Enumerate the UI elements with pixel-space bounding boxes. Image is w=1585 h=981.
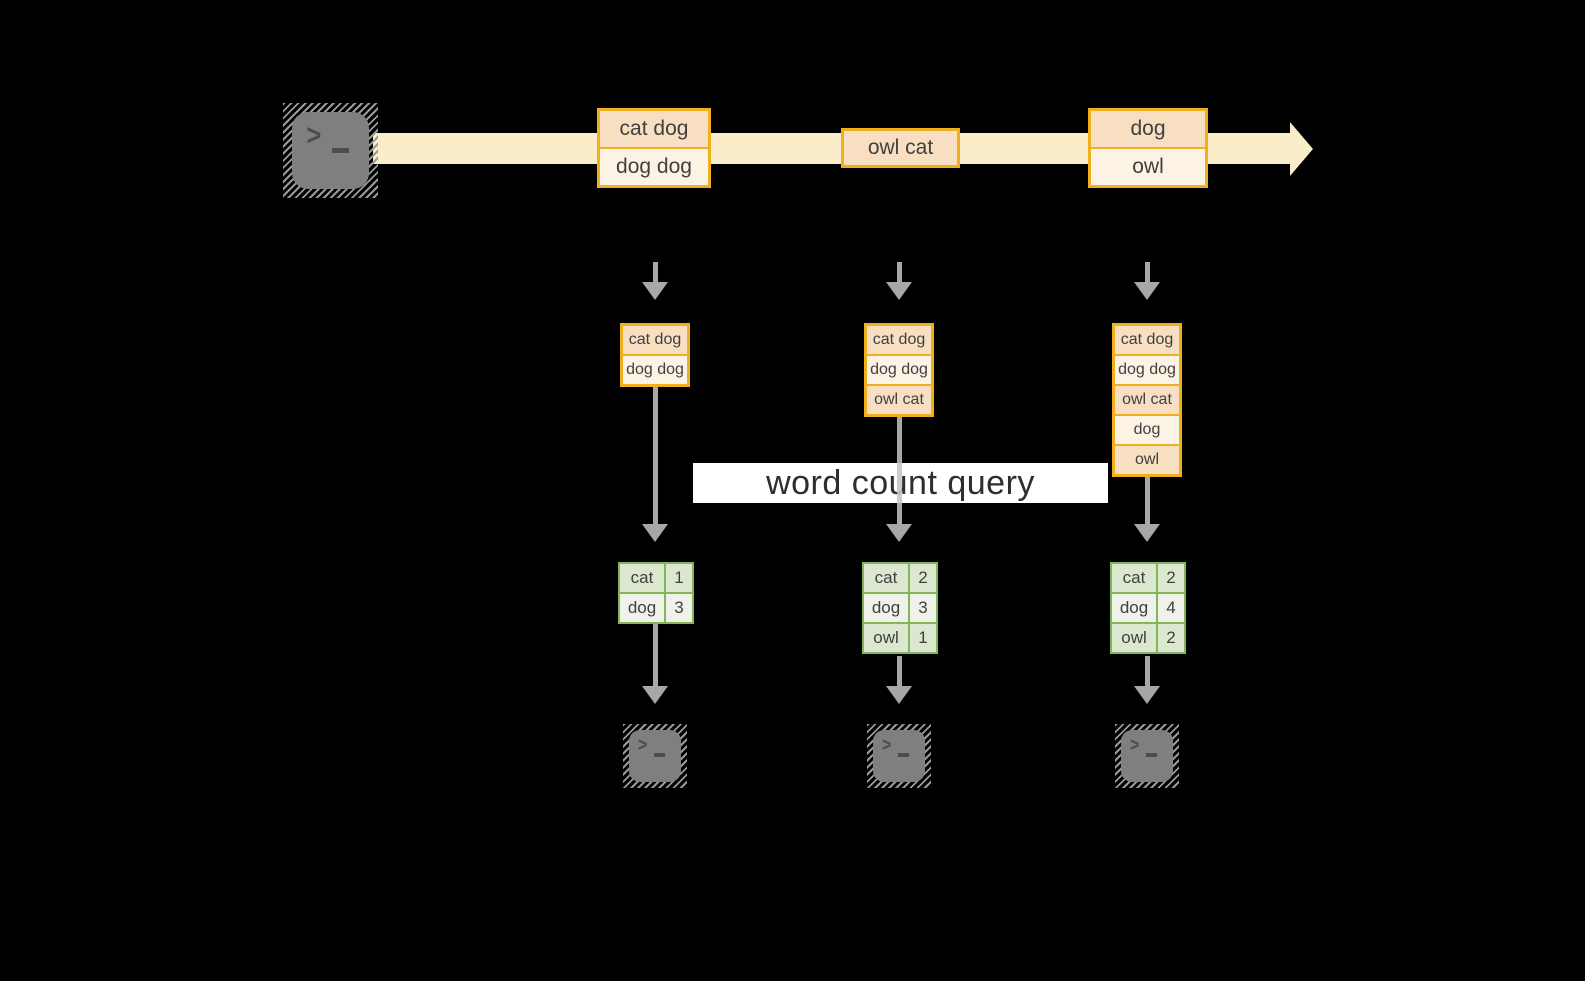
count-cell: 3 xyxy=(910,594,936,622)
count-cell: 1 xyxy=(910,624,936,652)
state-line: owl xyxy=(1115,446,1179,474)
sink-arrow-2 xyxy=(886,656,912,722)
arrowhead-icon xyxy=(642,524,668,560)
arrowhead-icon xyxy=(886,282,912,318)
terminal-screen: > xyxy=(629,730,681,782)
source-terminal-icon: > xyxy=(283,103,378,198)
event-box-1: cat dog dog dog xyxy=(597,108,711,188)
event-line: dog xyxy=(1091,111,1205,147)
event-line: owl cat xyxy=(844,131,957,165)
word-cell: cat xyxy=(1112,564,1156,592)
state-line: owl cat xyxy=(867,386,931,414)
terminal-screen: > xyxy=(873,730,925,782)
word-cell: dog xyxy=(864,594,908,622)
prompt-icon: > xyxy=(1129,735,1140,756)
prompt-icon: > xyxy=(881,735,892,756)
count-cell: 2 xyxy=(910,564,936,592)
trigger-arrow-3 xyxy=(1134,262,1160,318)
count-table-3: cat 2 dog 4 owl 2 xyxy=(1110,562,1186,654)
event-box-2: owl cat xyxy=(841,128,960,168)
word-cell: dog xyxy=(1112,594,1156,622)
query-arrow-1 xyxy=(642,387,668,560)
cursor-icon xyxy=(332,148,349,153)
trigger-arrow-1 xyxy=(642,262,668,318)
state-line: cat dog xyxy=(1115,326,1179,354)
count-table-1: cat 1 dog 3 xyxy=(618,562,694,624)
count-cell: 1 xyxy=(666,564,692,592)
state-line: dog xyxy=(1115,416,1179,444)
sink-arrow-1 xyxy=(642,624,668,722)
event-line: owl xyxy=(1091,149,1205,185)
arrowhead-icon xyxy=(642,686,668,722)
cursor-icon xyxy=(654,753,665,757)
arrowhead-icon xyxy=(642,282,668,318)
terminal-screen: > xyxy=(292,112,369,189)
arrowhead-icon xyxy=(886,686,912,722)
sink-terminal-icon-2: > xyxy=(867,724,931,788)
word-cell: cat xyxy=(620,564,664,592)
word-cell: owl xyxy=(1112,624,1156,652)
prompt-icon: > xyxy=(306,119,322,152)
event-line: dog dog xyxy=(600,149,708,185)
state-line: owl cat xyxy=(1115,386,1179,414)
arrowhead-icon xyxy=(886,524,912,560)
state-box-1: cat dog dog dog xyxy=(620,323,690,387)
terminal-screen: > xyxy=(1121,730,1173,782)
query-arrow-2 xyxy=(886,417,912,560)
state-line: dog dog xyxy=(1115,356,1179,384)
query-arrow-3 xyxy=(1134,477,1160,560)
state-line: dog dog xyxy=(623,356,687,384)
word-cell: cat xyxy=(864,564,908,592)
arrowhead-icon xyxy=(1134,686,1160,722)
event-line: cat dog xyxy=(600,111,708,147)
state-box-3: cat dog dog dog owl cat dog owl xyxy=(1112,323,1182,477)
stream-arrowhead-icon xyxy=(1290,122,1313,176)
arrowhead-icon xyxy=(1134,282,1160,318)
event-box-3: dog owl xyxy=(1088,108,1208,188)
cursor-icon xyxy=(1146,753,1157,757)
arrowhead-icon xyxy=(1134,524,1160,560)
sink-terminal-icon-3: > xyxy=(1115,724,1179,788)
trigger-arrow-2 xyxy=(886,262,912,318)
cursor-icon xyxy=(898,753,909,757)
state-line: cat dog xyxy=(623,326,687,354)
prompt-icon: > xyxy=(637,735,648,756)
count-table-2: cat 2 dog 3 owl 1 xyxy=(862,562,938,654)
state-line: cat dog xyxy=(867,326,931,354)
count-cell: 4 xyxy=(1158,594,1184,622)
sink-arrow-3 xyxy=(1134,656,1160,722)
count-cell: 3 xyxy=(666,594,692,622)
sink-terminal-icon-1: > xyxy=(623,724,687,788)
count-cell: 2 xyxy=(1158,564,1184,592)
state-line: dog dog xyxy=(867,356,931,384)
state-box-2: cat dog dog dog owl cat xyxy=(864,323,934,417)
count-cell: 2 xyxy=(1158,624,1184,652)
word-cell: dog xyxy=(620,594,664,622)
word-cell: owl xyxy=(864,624,908,652)
